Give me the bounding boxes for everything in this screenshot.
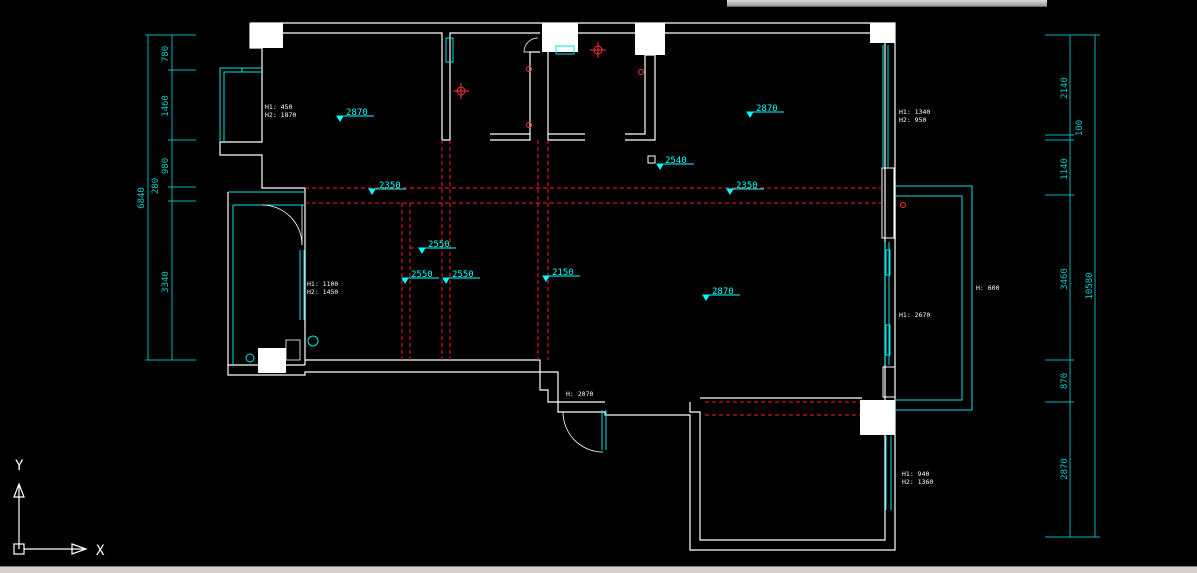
door-swings [261,37,604,453]
dim-right-2870: 2870 [1060,458,1070,480]
window-label-w3-h2: H2: 1450 [307,288,338,296]
ceiling-level-lines [305,140,882,416]
floating-title-strip[interactable] [727,0,1047,7]
dim-left-780: 780 [161,46,171,62]
level-label-3: 2350 [379,181,401,191]
ucs-x-label: X [96,543,105,559]
small-square-marker [647,155,656,164]
window-label-w1-h2: H2: 1870 [265,111,296,119]
dim-right-1140: 1140 [1060,158,1070,180]
dim-right-3460: 3460 [1060,268,1070,290]
dim-left-280: 280 [151,178,161,194]
sanitary-fixtures [245,37,575,363]
dim-left-3340: 3340 [161,271,171,293]
window-label-w3-h1: H1: 1100 [307,280,338,288]
dim-right-2140: 2140 [1060,77,1070,99]
left-dimension-chain [145,34,196,361]
level-label-6: 2550 [428,240,450,250]
ucs-y-label: Y [15,458,24,474]
window-label-w4-h1: H1: 2670 [899,311,930,319]
plumbing-fixtures [453,42,906,208]
dim-left-980: 980 [161,158,171,174]
dim-right-870: 870 [1060,373,1070,389]
dim-left-1460: 1460 [161,95,171,117]
dim-right-100: 100 [1075,120,1085,136]
level-label-5: 2540 [665,156,687,166]
window-label-w2-h2: H2: 950 [899,116,926,124]
window-label-w7-h2: H2: 1360 [902,478,933,486]
window-frames [219,45,973,510]
window-label-w6-h: H: 2070 [566,390,593,398]
window-label-w1-h1: H1: 450 [265,103,292,111]
level-label-8: 2550 [452,270,474,280]
dim-left-total: 6840 [137,187,147,209]
structural-columns [250,23,896,435]
dim-right-total: 10580 [1085,272,1095,299]
right-dimension-chain [1045,34,1100,538]
window-label-w5-h: H: 600 [976,284,1000,292]
layout-tabs-bar [0,566,1197,573]
level-label-10: 2870 [712,287,734,297]
level-label-7: 2550 [411,270,433,280]
level-label-2: 2870 [756,104,778,114]
level-label-1: 2870 [346,108,368,118]
window-label-w7-h1: H1: 940 [902,470,929,478]
ceiling-level-markers [336,111,784,301]
level-label-9: 2150 [552,268,574,278]
window-label-w2-h1: H1: 1340 [899,108,930,116]
level-label-4: 2350 [736,181,758,191]
ucs-icon [13,482,88,555]
